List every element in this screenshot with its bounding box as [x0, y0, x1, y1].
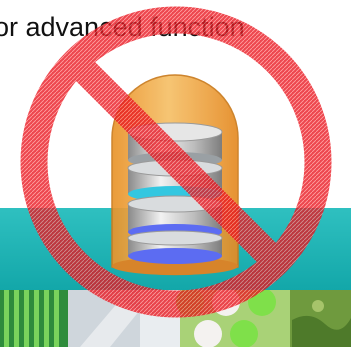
prohibition-sign-icon: [20, 6, 332, 318]
photo-strip: [0, 290, 351, 347]
